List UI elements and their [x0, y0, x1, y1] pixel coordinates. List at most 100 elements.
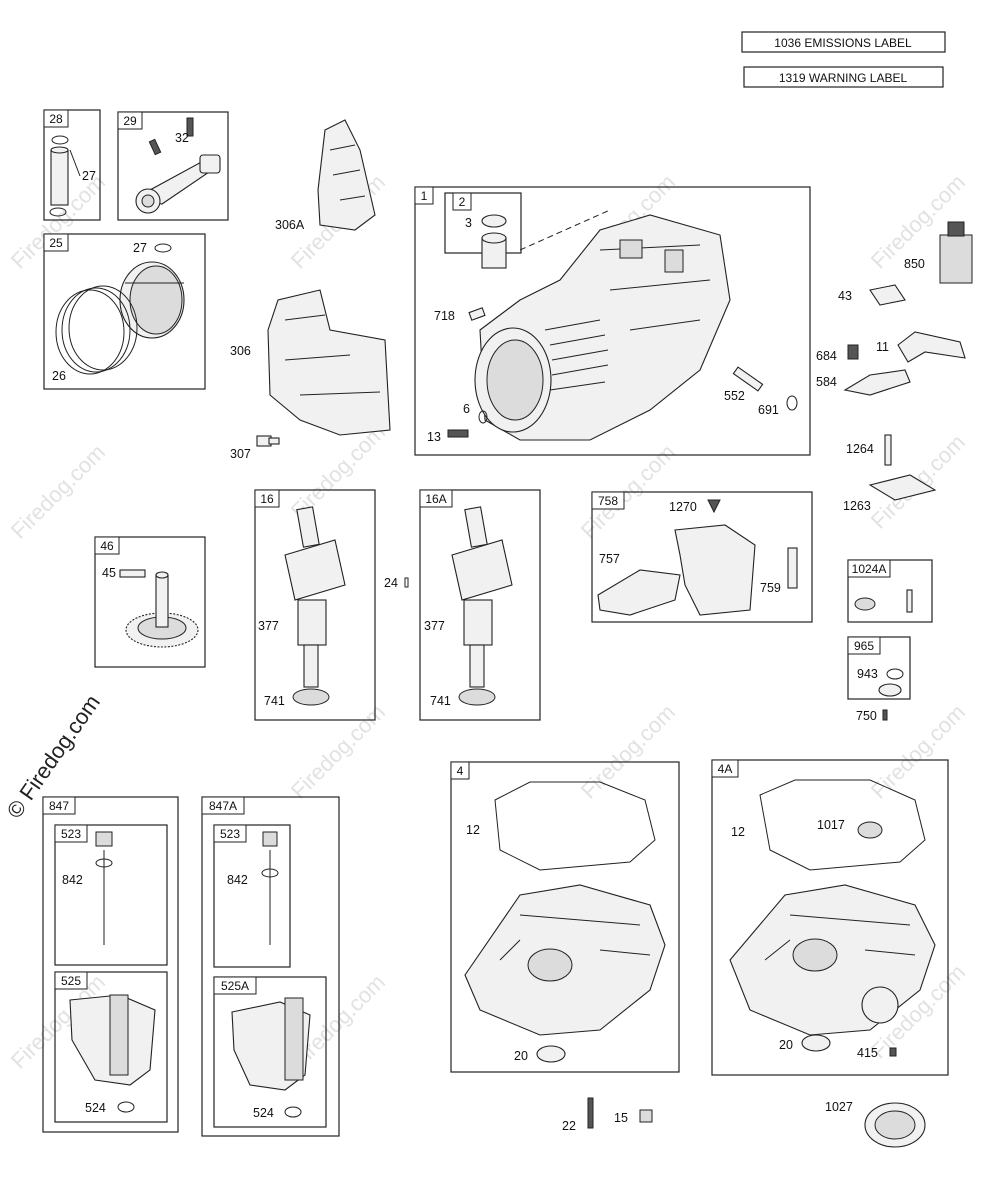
group-box-25	[43, 233, 206, 390]
group-box-16a	[419, 489, 541, 721]
group-box-4	[450, 761, 680, 1073]
group-box-525a	[213, 976, 327, 1128]
watermark-text: Firedog.com	[286, 699, 390, 803]
piston-icon	[55, 261, 185, 375]
tag-525: 525	[61, 974, 81, 988]
part-27: 27	[82, 169, 96, 183]
part-377-b: 377	[424, 619, 445, 633]
part-850: 850	[904, 257, 925, 271]
part-27-b: 27	[133, 241, 147, 255]
dipstick-tube-icon	[231, 997, 311, 1091]
part-306: 306	[230, 344, 251, 358]
tag-29: 29	[123, 114, 137, 128]
part-415: 415	[857, 1046, 878, 1060]
dipstick-tube-icon	[69, 994, 156, 1086]
tag-523: 523	[61, 827, 81, 841]
sealant-tube-icon	[939, 221, 973, 284]
tag-758: 758	[598, 494, 618, 508]
shroud-icon	[317, 119, 376, 231]
group-box-46	[94, 536, 206, 668]
part-691: 691	[758, 403, 779, 417]
bolt-icon	[256, 435, 280, 447]
part-943: 943	[857, 667, 878, 681]
part-750: 750	[856, 709, 877, 723]
watermark-text: Firedog.com	[866, 699, 970, 803]
group-box-523	[54, 824, 168, 966]
oil-filter-icon	[864, 1102, 926, 1148]
group-box-525	[54, 971, 168, 1123]
part-584: 584	[816, 375, 837, 389]
part-12-b: 12	[731, 825, 745, 839]
tag-523-b: 523	[220, 827, 240, 841]
piston-pin-icon	[49, 135, 69, 217]
tag-4: 4	[457, 764, 464, 778]
oil-pan-icon	[729, 884, 936, 1036]
tag-25: 25	[49, 236, 63, 250]
part-1027: 1027	[825, 1100, 853, 1114]
blower-housing-icon	[267, 289, 391, 436]
group-box-847a	[201, 796, 340, 1137]
tag-525a: 525A	[221, 979, 249, 993]
tag-847: 847	[49, 799, 69, 813]
part-307: 307	[230, 447, 251, 461]
part-20: 20	[514, 1049, 528, 1063]
part-1017: 1017	[817, 818, 845, 832]
part-22: 22	[562, 1119, 576, 1133]
part-15: 15	[614, 1111, 628, 1125]
tag-847a: 847A	[209, 799, 237, 813]
part-6: 6	[463, 402, 470, 416]
part-1270: 1270	[669, 500, 697, 514]
gasket-plate-icon	[843, 369, 911, 396]
crankshaft-icon	[451, 506, 513, 706]
part-741-b: 741	[430, 694, 451, 708]
oil-pan-icon	[464, 884, 666, 1036]
part-12: 12	[466, 823, 480, 837]
engine-block-icon	[474, 214, 731, 441]
group-box-1	[414, 186, 811, 456]
part-43: 43	[838, 289, 852, 303]
part-11: 11	[876, 340, 889, 354]
part-759: 759	[760, 581, 781, 595]
part-524-b: 524	[253, 1106, 274, 1120]
group-box-28	[43, 109, 101, 221]
group-box-847	[42, 796, 179, 1133]
watermark-text: Firedog.com	[576, 699, 680, 803]
lifter-assembly-icon	[597, 524, 798, 616]
tag-16a: 16A	[425, 492, 446, 506]
warning-label-box	[743, 66, 944, 88]
part-552: 552	[724, 389, 745, 403]
group-box-523-b	[213, 824, 291, 968]
crankshaft-icon	[284, 506, 346, 706]
watermark-text: Firedog.com	[286, 419, 390, 523]
emissions-label-box	[741, 31, 946, 53]
part-13: 13	[427, 430, 441, 444]
part-718: 718	[434, 309, 455, 323]
part-32: 32	[175, 131, 189, 145]
group-box-758	[591, 491, 813, 623]
part-1264: 1264	[846, 442, 874, 456]
gasket-outline-icon	[494, 781, 656, 871]
part-26: 26	[52, 369, 66, 383]
group-box-4a	[711, 759, 949, 1076]
breather-tube-icon	[897, 331, 966, 363]
part-757: 757	[599, 552, 620, 566]
tag-2: 2	[459, 195, 466, 209]
tag-16: 16	[260, 492, 274, 506]
gasket-outline-icon	[759, 779, 926, 871]
part-377: 377	[258, 619, 279, 633]
part-1263: 1263	[843, 499, 871, 513]
dipstick-icon	[95, 831, 113, 945]
group-box-29	[117, 111, 229, 221]
tag-965: 965	[854, 639, 874, 653]
dipstick-icon	[261, 831, 279, 945]
gasket-icon	[868, 474, 937, 501]
tag-1: 1	[421, 189, 428, 203]
sensor-icon	[869, 284, 906, 306]
part-3: 3	[465, 216, 472, 230]
part-306a: 306A	[275, 218, 305, 232]
tag-28: 28	[49, 112, 63, 126]
emissions-label: 1036 EMISSIONS LABEL	[774, 36, 912, 50]
part-45: 45	[102, 566, 116, 580]
tag-1024a: 1024A	[852, 562, 887, 576]
